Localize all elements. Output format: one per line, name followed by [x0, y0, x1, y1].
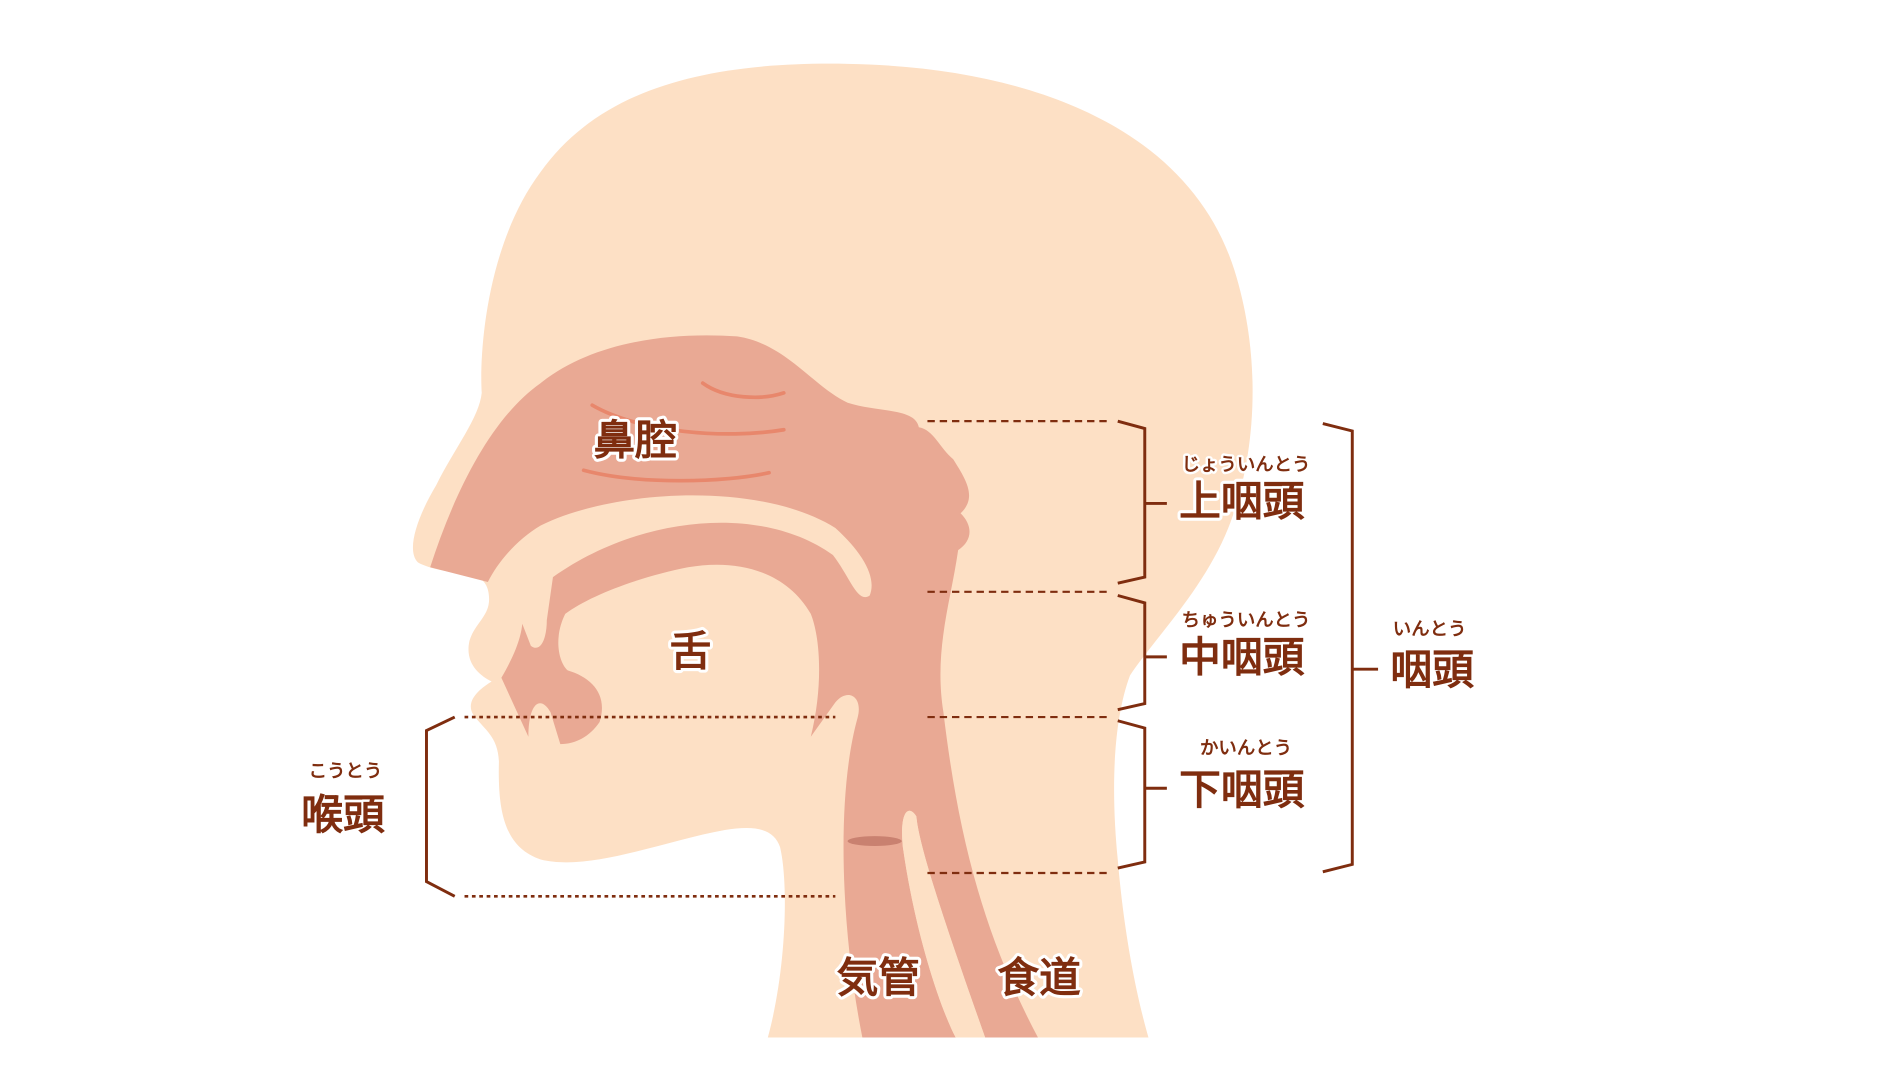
- trachea-esophagus-gap: [902, 810, 986, 1038]
- reading-larynx: こうとう: [309, 761, 383, 782]
- reading-pharynx: いんとう: [1393, 619, 1467, 640]
- label-mesopharynx: 中咽頭: [1179, 633, 1304, 682]
- reading-hypopharynx: かいんとう: [1200, 738, 1292, 759]
- reading-epipharynx: じょういんとう: [1182, 454, 1311, 475]
- label-tongue: 舌: [670, 626, 712, 675]
- brackets: [425, 419, 1379, 898]
- label-larynx: 喉頭: [301, 790, 385, 839]
- nasal-pharynx-tissue: [430, 335, 1038, 1038]
- vocal-cord: [847, 836, 902, 846]
- label-nasal-cavity: 鼻腔: [593, 415, 676, 464]
- nasal-conchae: [581, 381, 786, 483]
- region-boundaries: [464, 420, 1112, 898]
- label-trachea: 気管: [837, 953, 920, 1002]
- label-esophagus: 食道: [997, 953, 1081, 1002]
- label-epipharynx: 上咽頭: [1179, 477, 1304, 526]
- reading-mesopharynx: ちゅういんとう: [1182, 610, 1311, 631]
- label-pharynx: 咽頭: [1390, 645, 1474, 694]
- label-hypopharynx: 下咽頭: [1179, 765, 1304, 814]
- head-silhouette: [412, 63, 1253, 1038]
